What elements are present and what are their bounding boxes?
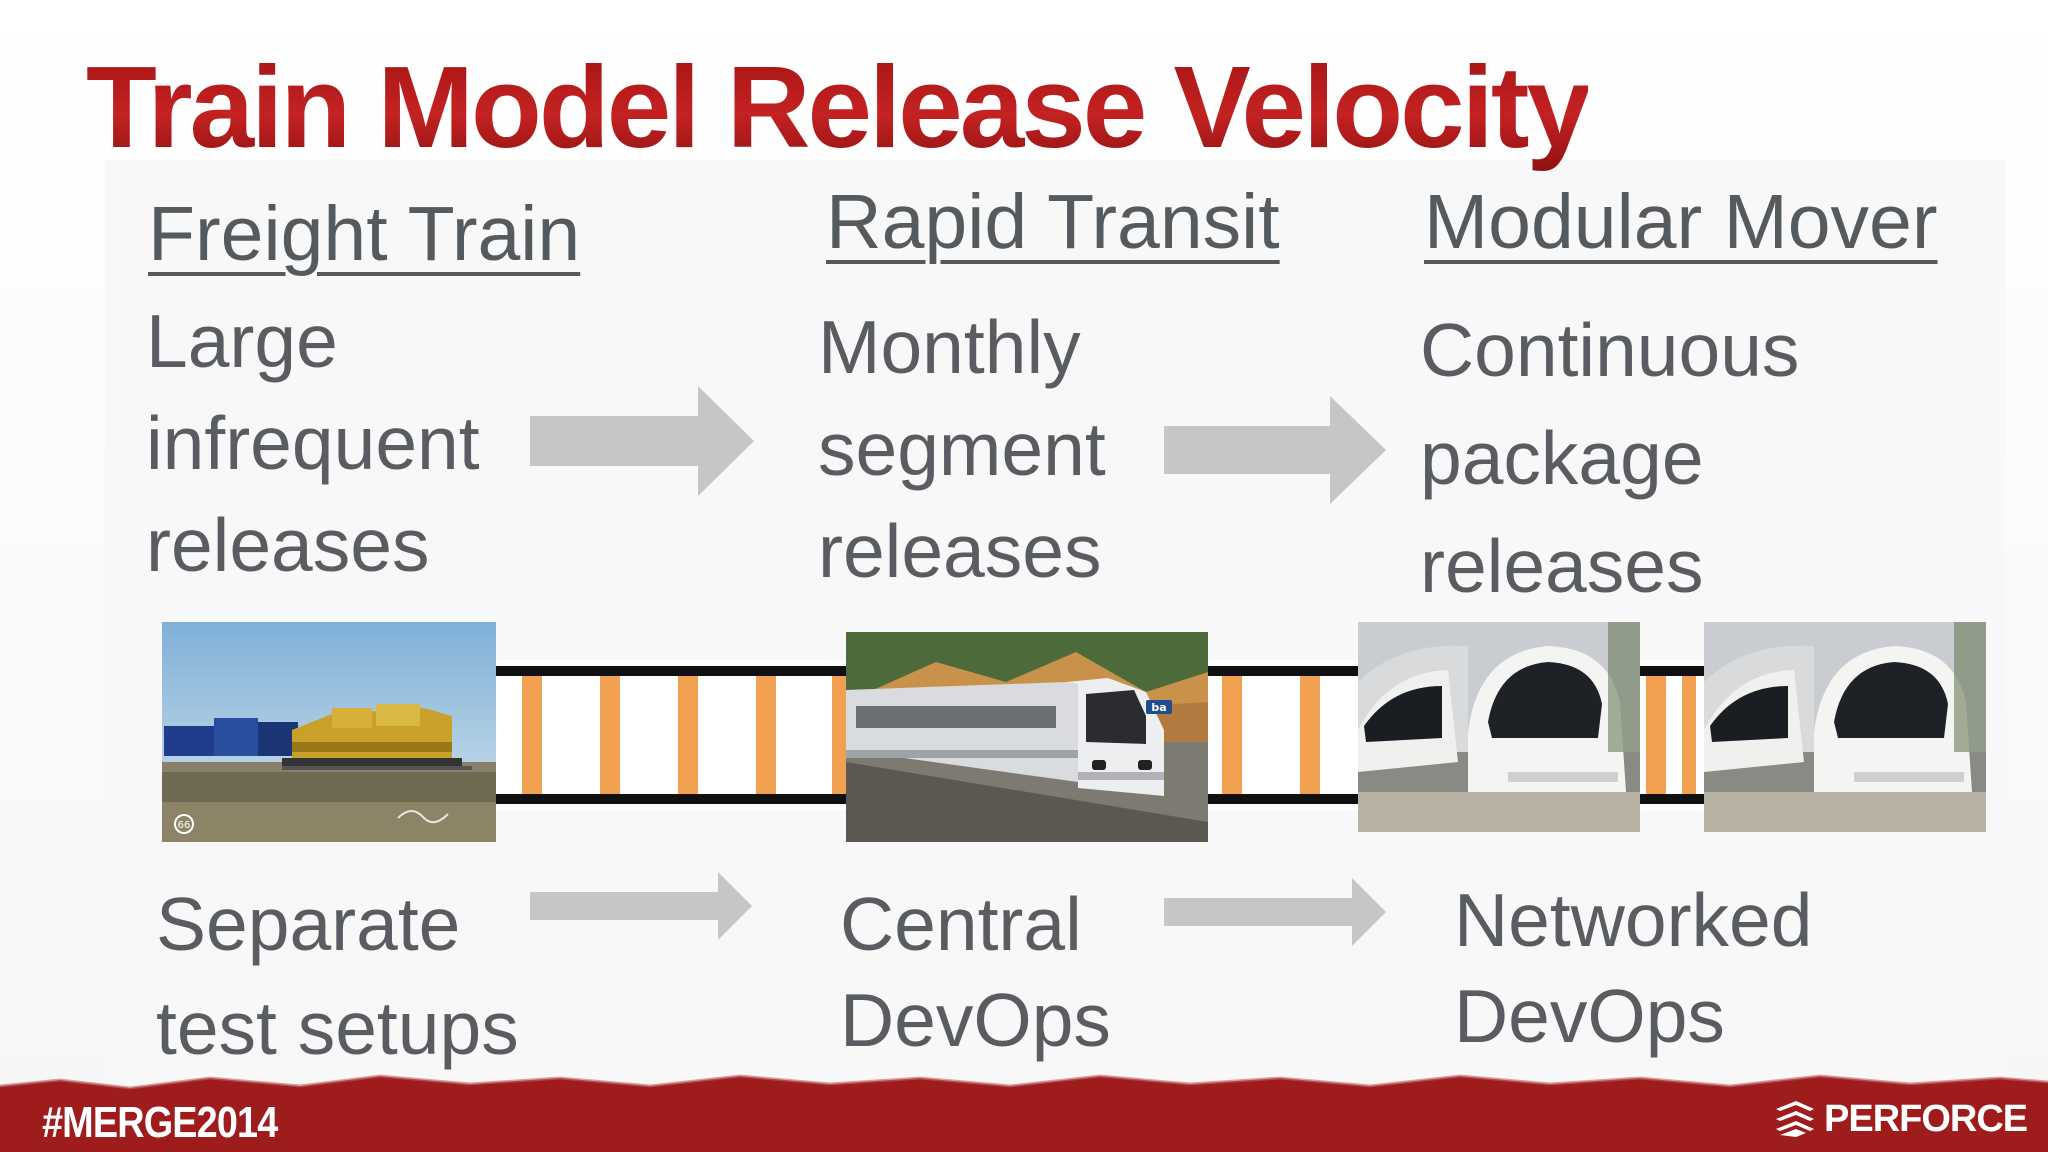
right-arrow-icon	[1164, 396, 1386, 504]
freight-train-photo: 66	[162, 622, 496, 842]
text-line: Monthly	[818, 305, 1081, 389]
text-line: Separate	[156, 882, 461, 966]
right-arrow-icon	[530, 386, 754, 496]
text-line: releases	[818, 509, 1102, 593]
photo-watermark: 66	[178, 820, 191, 831]
rapid-release-text: Monthly segment releases	[818, 296, 1106, 602]
right-arrow-icon	[1164, 878, 1386, 946]
pod-car-photo	[1358, 622, 1640, 832]
brand-name: PERFORCE	[1824, 1097, 2028, 1140]
heading-modular-mover: Modular Mover	[1424, 179, 1938, 265]
footer-band	[0, 1074, 2048, 1152]
text-line: Central	[840, 882, 1082, 966]
text-line: releases	[1420, 524, 1704, 608]
event-hashtag: #MERGE2014	[42, 1098, 278, 1147]
perforce-logo: PERFORCE	[1774, 1094, 2028, 1144]
modular-devops-text: Networked DevOps	[1454, 872, 1812, 1064]
bart-train-photo: ba	[846, 632, 1208, 842]
freight-devops-text: Separate test setups	[156, 872, 519, 1080]
photographer-signature	[397, 810, 449, 824]
slide-title: Train Model Release Velocity	[86, 42, 1591, 172]
text-line: Continuous	[1420, 308, 1800, 392]
heading-rapid-transit: Rapid Transit	[826, 179, 1280, 265]
heading-freight-train: Freight Train	[148, 191, 581, 277]
content-panel	[105, 160, 2005, 1080]
railway-track	[494, 660, 846, 810]
pod-car-photo	[1704, 622, 1986, 832]
freight-release-text: Large infrequent releases	[146, 290, 480, 596]
perforce-chevrons-icon	[1776, 1101, 1814, 1137]
route-66-icon	[174, 814, 194, 834]
railway-track	[1638, 660, 1706, 810]
train-logo-text: ba	[1151, 701, 1166, 714]
text-line: releases	[146, 503, 430, 587]
text-line: Networked	[1454, 878, 1813, 962]
text-line: DevOps	[840, 978, 1111, 1062]
modular-release-text: Continuous package releases	[1420, 296, 1799, 620]
text-line: segment	[818, 407, 1106, 491]
bart-logo-icon	[1146, 700, 1172, 714]
text-line: infrequent	[146, 401, 480, 485]
rapid-devops-text: Central DevOps	[840, 876, 1111, 1068]
text-line: DevOps	[1454, 974, 1725, 1058]
railway-track	[1206, 660, 1360, 810]
text-line: package	[1420, 416, 1704, 500]
text-line: test setups	[156, 986, 519, 1070]
right-arrow-icon	[530, 872, 752, 940]
text-line: Large	[146, 299, 338, 383]
